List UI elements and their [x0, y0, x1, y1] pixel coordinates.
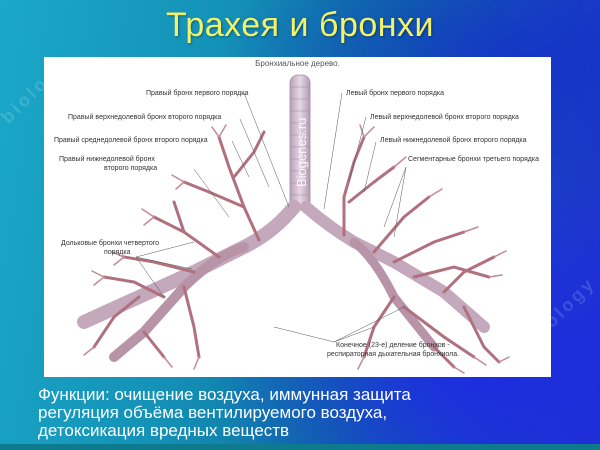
- figure-caption: Бронхиальное дерево.: [255, 59, 340, 68]
- bronchial-tree-illustration: Biogenes.ru: [77, 74, 510, 374]
- functions-line-1: Функции: очищение воздуха, иммунная защи…: [38, 385, 411, 404]
- label-right-lower-lobe-bronchus: Правый нижнедолевой бронх: [59, 156, 155, 163]
- functions-text: Функции: очищение воздуха, иммунная защи…: [38, 386, 558, 440]
- label-left-lower-lobe-bronchus: Левый нижнедолевой бронх второго порядка: [380, 137, 527, 144]
- label-lobular-bronchi-2: порядка: [104, 249, 131, 256]
- label-left-upper-lobe-bronchus: Левый верхнедолевой бронх второго порядк…: [370, 114, 519, 121]
- functions-line-3: детоксикация вредных веществ: [38, 421, 290, 440]
- svg-text:Biogenes.ru: Biogenes.ru: [294, 118, 309, 187]
- slide-title: Трахея и бронхи: [165, 6, 435, 44]
- label-respiratory-bronchiole: респираторная дыхательная бронхиола.: [327, 351, 460, 358]
- label-right-main-bronchus: Правый бронх первого порядка: [146, 90, 249, 97]
- bottom-bar: [0, 444, 600, 450]
- label-terminal-division: Конечное (23-е) деление бронхов -: [336, 342, 450, 349]
- label-right-upper-lobe-bronchus: Правый верхнедолевой бронх второго поряд…: [68, 114, 222, 121]
- label-left-main-bronchus: Левый бронх первого порядка: [346, 90, 445, 97]
- label-segmental-bronchi: Сегментарные бронхи третьего порядка: [408, 156, 539, 163]
- label-right-middle-lobe-bronchus: Правый среднедолевой бронх второго поряд…: [54, 137, 208, 144]
- functions-line-2: регуляция объёма вентилируемого воздуха,: [38, 403, 388, 422]
- label-lobular-bronchi: Дольковые бронхи четвертого: [61, 240, 160, 247]
- label-right-lower-lobe-bronchus-2: второго порядка: [104, 165, 158, 172]
- bronchial-tree-figure: Biogenes.ru: [44, 57, 551, 377]
